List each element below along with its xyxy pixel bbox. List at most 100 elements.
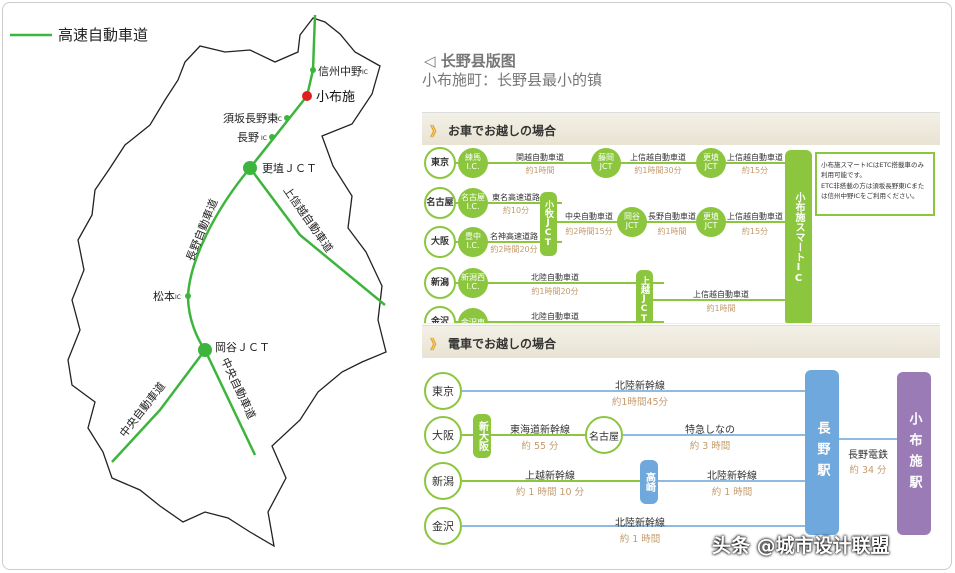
road-chuo-west (111, 349, 206, 463)
road-nagano-expressway (186, 167, 251, 351)
road-joshinetsu-south (248, 167, 386, 306)
origin-tokyo: 東京 (424, 372, 462, 410)
jct-dot (198, 343, 212, 357)
car-route-diagram: 東京 名古屋 大阪 新潟 金沢 練馬 I.C. 藤岡 JCT 更埴 JCT 名古… (422, 146, 940, 324)
nagano-station: 長野駅 (805, 370, 839, 535)
label-nagano: 長野 (237, 131, 259, 144)
transfer-nagoya: 名古屋 (585, 416, 623, 454)
prefecture-outline (67, 17, 387, 548)
note-line: は信州中野ICをご利用ください。 (821, 192, 919, 201)
line-time: 約 34 分 (849, 465, 887, 476)
line-name: 北陸新幹線 (615, 381, 665, 392)
line-time: 約 55 分 (521, 441, 559, 452)
line-time: 約 1 時間 10 分 (515, 487, 585, 498)
road-chuo-south (203, 349, 257, 456)
origin-kanazawa: 金沢 (424, 507, 462, 545)
ic-suffix: IC (362, 69, 368, 76)
node-fujioka-jct: 藤岡 JCT (591, 148, 621, 178)
chevron-icon: 》 (430, 125, 444, 140)
legend-label: 高速自動車道 (58, 26, 148, 44)
car-section-title: お車でお越しの場合 (448, 124, 557, 138)
origin-tokyo: 東京 (424, 147, 456, 179)
node-obuse-smart-ic: 小布施スマートIC (785, 150, 812, 323)
line-time: 約 1 時間 (619, 534, 661, 545)
label-shinshu-nakano: 信州中野 (318, 65, 362, 78)
node-koshoku-jct: 更埴 JCT (696, 148, 726, 178)
origin-niigata: 新潟 (424, 267, 456, 299)
origin-nagoya: 名古屋 (424, 187, 456, 219)
road-name: 東名高速道路 (492, 193, 540, 202)
line-name: 上越新幹線 (525, 471, 575, 482)
road-name: 上信越自動車道 (693, 290, 749, 299)
watermark: 头条 @城市设计联盟 (712, 535, 890, 557)
note-line: 小布施スマートICはETC搭載車のみ (821, 161, 924, 169)
road-time: 約1時間 (657, 227, 687, 236)
road-time: 約15分 (741, 227, 769, 236)
node-joetsu-jct: 上越JCT (636, 270, 653, 323)
label-obuse: 小布施 (316, 90, 355, 105)
ic-dot (310, 67, 316, 73)
transfer-takasaki: 高崎 (640, 460, 658, 504)
origin-osaka: 大阪 (424, 416, 462, 454)
road-time: 約1時間 (706, 304, 736, 313)
node-toyonaka-ic: 豊中 I.C. (458, 227, 488, 257)
ic-dot (185, 293, 191, 299)
note-line: 利用可能です。 (821, 171, 866, 180)
train-section-title: 電車でお越しの場合 (448, 337, 557, 351)
road-time: 約1時間20分 (531, 287, 579, 296)
ic-dot (269, 134, 275, 140)
line-time: 約 1 時間 (711, 487, 753, 498)
origin-kanazawa: 金沢 (424, 306, 456, 323)
expressways (111, 14, 386, 463)
label-matsumoto: 松本 (153, 289, 175, 303)
node-niigatanishi-ic: 新潟西 I.C. (458, 268, 488, 298)
node-nerima-ic: 練馬 I.C. (458, 148, 488, 178)
train-section-header: 》 電車でお越しの場合 (422, 325, 940, 358)
page-title: ◁ 长野县版图 (424, 52, 516, 70)
road-name: 上信越自動車道 (727, 212, 783, 221)
road-name: 長野自動車道 (648, 212, 696, 221)
road-name: 北陸自動車道 (531, 273, 579, 282)
label-okaya-jct: 岡谷ＪＣＴ (215, 341, 270, 354)
line-name: 北陸新幹線 (615, 518, 665, 529)
chevron-icon: 》 (430, 338, 444, 353)
ic-suffix: IC (276, 116, 282, 123)
road-time: 約15分 (741, 166, 769, 175)
road-name: 上信越自動車道 (630, 153, 686, 162)
line-name: 東海道新幹線 (510, 425, 570, 436)
road-time: 約2時間20分 (490, 245, 538, 254)
road-name: 名神高速道路 (490, 232, 538, 241)
label-koshoku-jct: 更埴ＪＣＴ (262, 161, 317, 175)
train-route-diagram: 東京 大阪 新潟 金沢 新大阪 名古屋 高崎 長野駅 小布施駅 北陸新幹線 約1… (422, 358, 940, 553)
node-koshoku-jct-2: 更埴 JCT (696, 207, 726, 237)
line-name: 長野電鉄 (848, 450, 888, 461)
road-time: 約1時間 (525, 166, 555, 175)
jct-dot (243, 161, 257, 175)
road-time: 約2時間15分 (565, 227, 613, 236)
obuse-marker (302, 91, 312, 101)
ic-suffix: IC (175, 294, 181, 301)
ic-dot (284, 115, 290, 121)
node-komaki-jct: 小牧JCT (540, 192, 557, 256)
origin-osaka: 大阪 (424, 226, 456, 258)
road-name: 上信越自動車道 (727, 153, 783, 162)
line-name: 北陸新幹線 (707, 471, 757, 482)
line-time: 約 3 時間 (689, 441, 731, 452)
road-name: 関越自動車道 (516, 153, 564, 162)
obuse-station: 小布施駅 (897, 372, 931, 535)
origin-niigata: 新潟 (424, 462, 462, 500)
road-name: 北陸自動車道 (531, 312, 579, 321)
road-name: 中央自動車道 (565, 212, 613, 221)
label-suzaka: 須坂長野東 (223, 112, 278, 125)
nagano-map: 高速自動車道 信州中野 IC 小布施 須坂長野東 IC 長野 IC 更埴ＪＣＴ … (10, 14, 387, 548)
road-time: 約10分 (502, 206, 530, 215)
node-kanazawahigashi-ic: 金沢東 (458, 308, 488, 323)
ic-suffix: IC (261, 135, 267, 142)
car-section-header: 》 お車でお越しの場合 (422, 112, 940, 145)
node-okaya-jct: 岡谷 JCT (617, 207, 647, 237)
note-line: ETC非搭載の方は須坂長野東ICまた (821, 181, 925, 190)
transfer-shinosaka: 新大阪 (473, 414, 491, 458)
road-time: 約1時間30分 (634, 166, 682, 175)
node-nagoya-ic: 名古屋 I.C. (458, 188, 488, 218)
